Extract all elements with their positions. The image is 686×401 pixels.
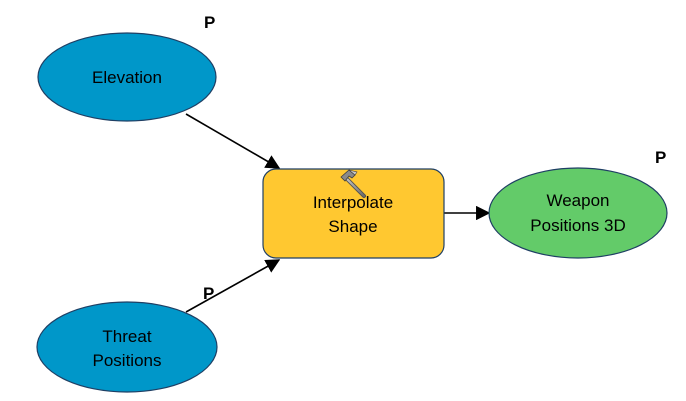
- connector-elevation-to-interpolate-shape[interactable]: [185, 113, 281, 169]
- node-interpolate-shape-label-line-1: Interpolate: [313, 193, 393, 212]
- node-weapon-positions-3d-label-line-1: Weapon: [546, 191, 609, 210]
- node-threat-positions-shape: [36, 301, 218, 393]
- node-weapon-positions-3d-label-line-2: Positions 3D: [530, 216, 625, 235]
- node-threat-positions-label-line-1: Threat: [102, 327, 151, 346]
- node-elevation[interactable]: Elevation P: [37, 13, 217, 122]
- param-flag-threat-positions: P: [203, 284, 214, 303]
- param-flag-weapon-positions-3d: P: [655, 148, 666, 167]
- node-elevation-label: Elevation: [92, 68, 162, 87]
- node-elevation-shape: [37, 32, 217, 122]
- param-flag-elevation: P: [204, 13, 215, 32]
- node-weapon-positions-3d[interactable]: Weapon Positions 3D P: [488, 148, 668, 259]
- node-interpolate-shape[interactable]: Interpolate Shape: [262, 168, 445, 259]
- node-interpolate-shape-label-line-2: Shape: [328, 217, 377, 236]
- connectors: [185, 113, 491, 313]
- node-interpolate-shape-shape: [262, 168, 445, 259]
- node-threat-positions[interactable]: Threat Positions P: [36, 284, 218, 393]
- connector-threat-positions-to-interpolate-shape[interactable]: [185, 259, 281, 313]
- node-threat-positions-label-line-2: Positions: [93, 351, 162, 370]
- hammer-icon: [340, 169, 366, 198]
- node-weapon-positions-3d-shape: [488, 167, 668, 259]
